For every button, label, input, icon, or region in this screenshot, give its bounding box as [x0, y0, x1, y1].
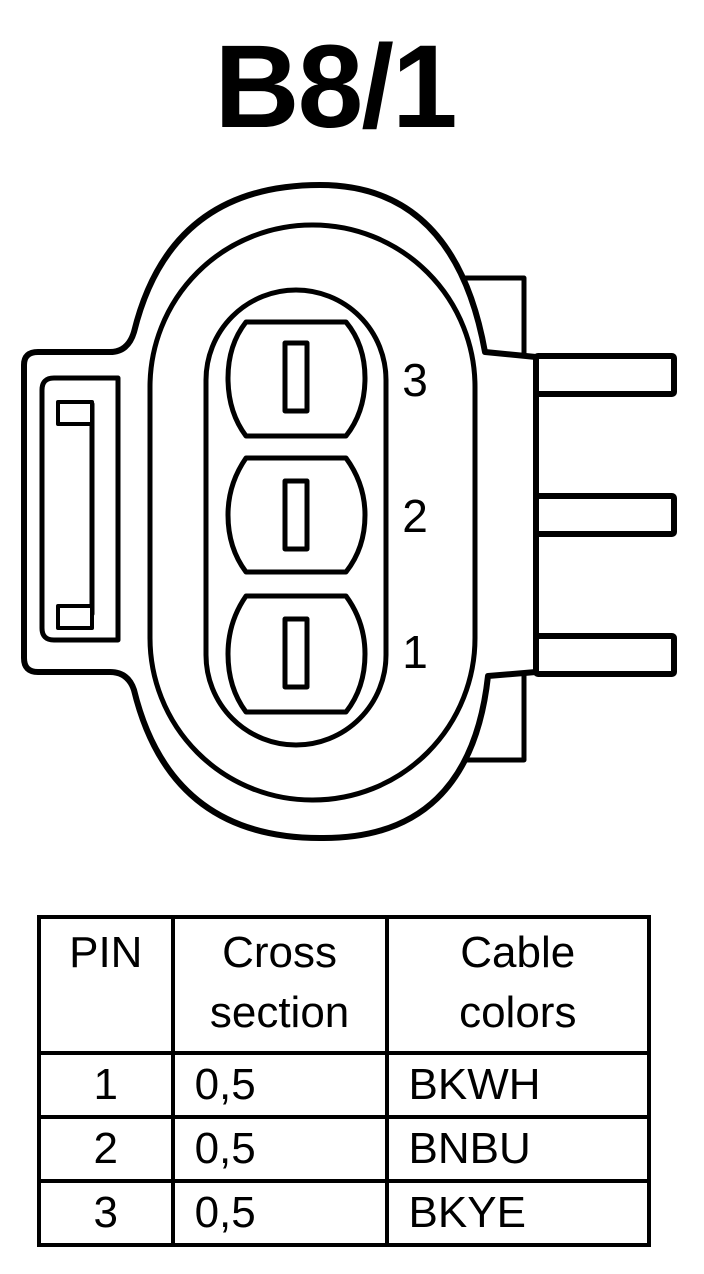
- latch-outline: [39, 375, 121, 643]
- pin-label-1: 1: [402, 626, 428, 678]
- latch-tab-bottom: [56, 604, 94, 630]
- cell-cable-color: BNBU: [384, 1115, 652, 1183]
- cell-pin: 2: [37, 1115, 175, 1183]
- cell-cross-section: 0,5: [170, 1115, 389, 1183]
- table-row: 1 0,5 BKWH: [37, 1051, 652, 1119]
- pin-label-3: 3: [402, 354, 428, 406]
- cell-cross-section: 0,5: [170, 1179, 389, 1247]
- terminal-blade-2: [533, 493, 677, 537]
- pin-assignment-table: PIN Cross section Cable colors 1 0,5 BKW…: [37, 915, 652, 1247]
- pin-contact-2: [282, 478, 310, 552]
- pin-contact-1: [282, 616, 310, 690]
- table-row: 2 0,5 BNBU: [37, 1115, 652, 1183]
- pin-contact-3: [282, 340, 310, 414]
- connector-title: B8/1: [214, 21, 457, 153]
- terminal-blade-1: [533, 633, 677, 677]
- cell-pin: 3: [37, 1179, 175, 1247]
- header-pin: PIN: [37, 915, 175, 1055]
- pin-label-2: 2: [402, 490, 428, 542]
- header-cable-colors: Cable colors: [384, 915, 652, 1055]
- terminal-blade-3: [533, 353, 677, 397]
- latch-tab-top: [56, 400, 94, 426]
- cell-cable-color: BKWH: [384, 1051, 652, 1119]
- cell-cross-section: 0,5: [170, 1051, 389, 1119]
- table-header-row: PIN Cross section Cable colors: [37, 915, 652, 1055]
- header-cross-section: Cross section: [170, 915, 389, 1055]
- cell-cable-color: BKYE: [384, 1179, 652, 1247]
- cell-pin: 1: [37, 1051, 175, 1119]
- connector-drawing: 3 2 1: [21, 182, 677, 842]
- table-row: 3 0,5 BKYE: [37, 1179, 652, 1247]
